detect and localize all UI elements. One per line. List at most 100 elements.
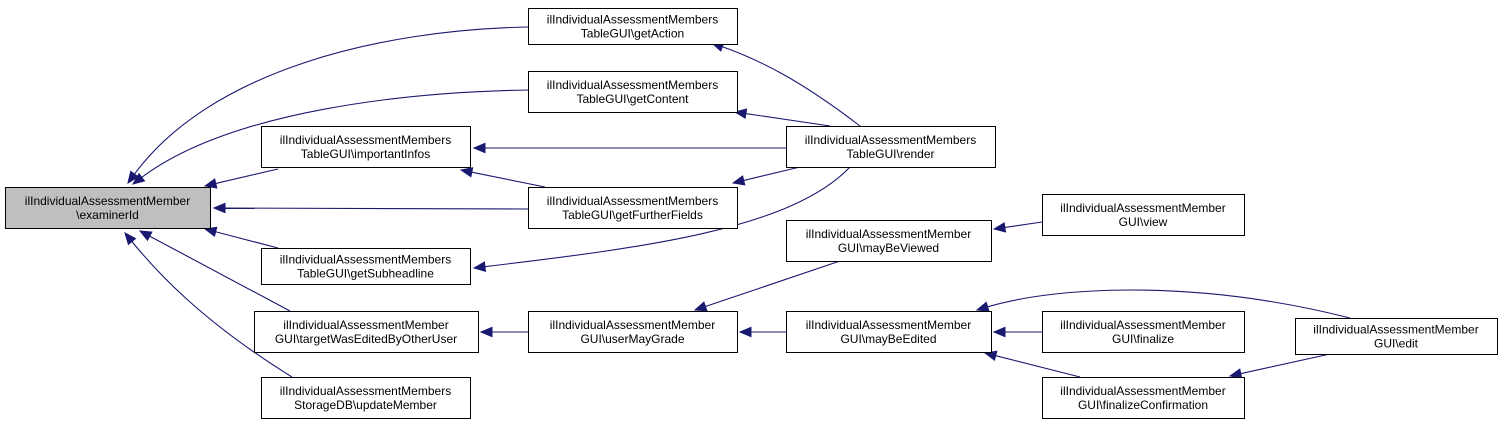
node-label-line: \examinerId — [76, 208, 139, 222]
edge-line — [213, 230, 279, 249]
node-getSubheadline[interactable]: ilIndividualAssessmentMembersTableGUI\ge… — [261, 248, 471, 285]
edge-line — [482, 166, 851, 268]
edge-edit-to-finalizeConfirmation — [1228, 353, 1331, 379]
node-box — [786, 126, 996, 168]
arrow-head-icon — [203, 178, 218, 189]
arrow-head-icon — [1228, 368, 1243, 379]
edge-mayBeViewed-to-userMayGrade — [693, 260, 841, 312]
node-label-line: ilIndividualAssessmentMembers — [547, 13, 718, 27]
arrow-head-icon — [731, 175, 746, 186]
edge-render-to-importantInfos — [472, 142, 786, 154]
node-label-line: TableGUI\importantInfos — [301, 147, 430, 161]
node-label-line: GUI\finalize — [1112, 332, 1174, 346]
node-label-line: TableGUI\getSubheadline — [297, 267, 434, 281]
node-label-line: StorageDB\updateMember — [294, 398, 437, 412]
node-box — [261, 248, 471, 285]
edge-edit-to-mayBeEdited — [975, 289, 1351, 319]
node-importantInfos[interactable]: ilIndividualAssessmentMembersTableGUI\im… — [261, 126, 471, 168]
edges-layer — [124, 26, 1351, 379]
node-label-line: ilIndividualAssessmentMember — [25, 194, 190, 208]
edge-line — [703, 260, 841, 308]
nodes-layer: ilIndividualAssessmentMember\examinerIdi… — [5, 8, 1498, 419]
edge-userMayGrade-to-targetWasEdited — [479, 326, 528, 338]
node-label-line: ilIndividualAssessmentMember — [806, 318, 971, 332]
node-label-line: ilIndividualAssessmentMember — [1313, 323, 1478, 337]
node-box — [528, 8, 738, 45]
node-label-line: ilIndividualAssessmentMembers — [280, 384, 451, 398]
edge-getContent-to-examinerId — [131, 89, 529, 185]
arrow-head-icon — [479, 326, 493, 338]
edge-line — [130, 239, 293, 378]
edge-line — [1002, 221, 1043, 229]
node-box — [528, 71, 738, 113]
edge-line — [1238, 353, 1331, 375]
node-label-line: ilIndividualAssessmentMembers — [547, 78, 718, 92]
edge-targetWasEdited-to-examinerId — [138, 230, 291, 312]
edge-line — [222, 207, 529, 210]
node-mayBeEdited[interactable]: ilIndividualAssessmentMemberGUI\mayBeEdi… — [786, 311, 992, 353]
arrow-head-icon — [459, 167, 474, 178]
node-label-line: ilIndividualAssessmentMember — [1060, 318, 1225, 332]
edge-importantInfos-to-examinerId — [203, 168, 279, 189]
node-label-line: ilIndividualAssessmentMembers — [547, 194, 718, 208]
node-updateMember[interactable]: ilIndividualAssessmentMembersStorageDB\u… — [261, 377, 471, 419]
edge-line — [985, 289, 1351, 319]
node-label-line: ilIndividualAssessmentMember — [550, 318, 715, 332]
node-mayBeViewed[interactable]: ilIndividualAssessmentMemberGUI\mayBeVie… — [786, 220, 992, 262]
node-getFurtherFields[interactable]: ilIndividualAssessmentMembersTableGUI\ge… — [528, 187, 738, 229]
node-label-line: GUI\edit — [1374, 337, 1419, 351]
node-box — [1042, 311, 1245, 353]
node-label-line: GUI\view — [1119, 215, 1168, 229]
arrow-head-icon — [138, 230, 153, 242]
edge-line — [720, 45, 861, 127]
node-label-line: ilIndividualAssessmentMembers — [280, 133, 451, 147]
edge-render-to-getFurtherFields — [731, 166, 801, 186]
arrow-head-icon — [472, 142, 486, 154]
node-label-line: TableGUI\getContent — [576, 92, 689, 106]
edge-line — [139, 89, 529, 179]
arrow-head-icon — [212, 202, 226, 214]
arrow-head-icon — [992, 326, 1006, 338]
node-render[interactable]: ilIndividualAssessmentMembersTableGUI\re… — [786, 126, 996, 168]
node-getContent[interactable]: ilIndividualAssessmentMembersTableGUI\ge… — [528, 71, 738, 113]
node-examinerId: ilIndividualAssessmentMember\examinerId — [5, 187, 211, 229]
node-box — [1295, 318, 1498, 355]
arrow-head-icon — [992, 222, 1007, 233]
node-finalizeConfirmation[interactable]: ilIndividualAssessmentMemberGUI\finalize… — [1042, 377, 1245, 419]
node-userMayGrade[interactable]: ilIndividualAssessmentMemberGUI\userMayG… — [528, 311, 738, 353]
node-getAction[interactable]: ilIndividualAssessmentMembersTableGUI\ge… — [528, 8, 738, 45]
node-box — [261, 377, 471, 419]
node-label-line: ilIndividualAssessmentMembers — [805, 133, 976, 147]
edge-line — [743, 112, 831, 127]
node-box — [1042, 194, 1245, 236]
edge-line — [213, 168, 279, 185]
node-label-line: ilIndividualAssessmentMembers — [280, 253, 451, 267]
arrow-head-icon — [975, 301, 990, 312]
node-box — [528, 311, 738, 353]
arrow-head-icon — [738, 326, 752, 338]
edge-line — [469, 171, 546, 188]
edge-line — [993, 354, 1081, 378]
node-label-line: GUI\userMayGrade — [580, 332, 684, 346]
edge-getSubheadline-to-examinerId — [203, 226, 279, 249]
node-label-line: TableGUI\getFurtherFields — [562, 208, 703, 222]
arrow-head-icon — [693, 301, 708, 312]
edge-getFurtherFields-to-importantInfos — [459, 167, 546, 188]
node-label-line: GUI\targetWasEditedByOtherUser — [275, 332, 457, 346]
edge-getFurtherFields-to-examinerId — [212, 202, 529, 214]
node-targetWasEdited[interactable]: ilIndividualAssessmentMemberGUI\targetWa… — [254, 311, 479, 353]
edge-line — [132, 26, 529, 177]
node-label-line: ilIndividualAssessmentMember — [283, 318, 448, 332]
arrow-head-icon — [472, 261, 487, 272]
edge-line — [147, 234, 291, 312]
arrow-head-icon — [127, 170, 140, 185]
node-label-line: GUI\mayBeEdited — [840, 332, 936, 346]
node-box — [528, 187, 738, 229]
edge-view-to-mayBeViewed — [992, 221, 1043, 233]
edge-finalizeConfirmation-to-mayBeEdited — [983, 350, 1081, 378]
node-box — [254, 311, 479, 353]
